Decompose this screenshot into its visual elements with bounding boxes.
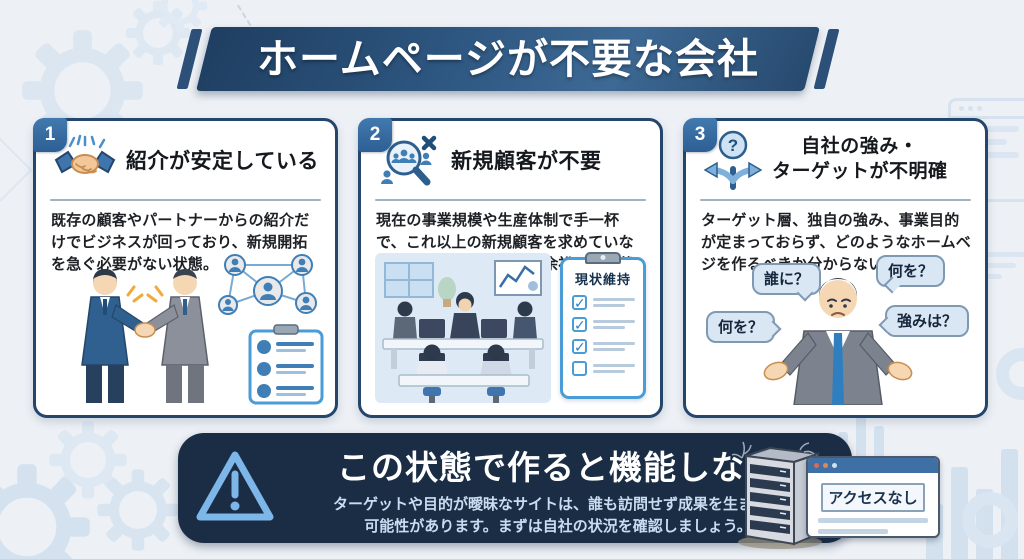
office-illustration: 現状維持 ✓ ✓ ✓ (375, 252, 646, 405)
checklist-item-unchecked (572, 361, 643, 376)
cobweb-decor (799, 442, 815, 455)
handshake-scene (81, 254, 324, 405)
confused-businessman (763, 278, 913, 405)
divider (375, 199, 646, 201)
warning-headline: この状態で作ると機能しない (337, 449, 779, 486)
content-line-decor (818, 518, 928, 523)
donut-chart-decor (996, 348, 1024, 400)
checklist-item-checked: ✓ (572, 339, 643, 354)
question-diverging-arrows-icon: ? (704, 130, 762, 190)
no-access-browser-window: アクセスなし (806, 456, 940, 538)
speech-bubble: 誰に？ (752, 263, 822, 295)
card-header: ? 自社の強み・ ターゲットが不明確 (686, 121, 985, 191)
speech-bubble: 何を？ (875, 255, 945, 287)
referral-illustration (50, 253, 324, 405)
confused-illustration: 誰に？ 何を？ 何を？ 強みは？ (700, 253, 971, 405)
magnifier-no-new-customers-icon (381, 135, 437, 186)
warning-subtext: ターゲットや目的が曖昧なサイトは、誰も訪問せず成果を生まない 可能性があります。… (332, 496, 783, 535)
warning-triangle-icon (196, 451, 274, 521)
browser-dot-icon (814, 463, 819, 468)
gear-icon (96, 468, 180, 552)
browser-dot-icon (832, 463, 837, 468)
divider (700, 199, 971, 201)
card-number-badge: 1 (33, 118, 67, 152)
checklist-item-checked: ✓ (572, 295, 643, 310)
page-title: ホームページが不要な会社 (257, 36, 759, 82)
text-lines-decor (986, 252, 1024, 285)
speech-bubble: 何を？ (706, 311, 776, 343)
card-body: 既存の顧客やパートナーからの紹介だけでビジネスが回っており、新規開拓を急ぐ必要が… (51, 212, 310, 273)
busy-office-scene (375, 253, 551, 403)
gear-icon (0, 462, 92, 559)
pie-chart-decor (962, 492, 1018, 548)
content-line-decor (818, 529, 888, 534)
card-header: 紹介が安定している (36, 121, 335, 191)
card-title: 新規顧客が不要 (451, 150, 602, 173)
browser-dot-icon (823, 463, 828, 468)
card-no-new-customers: 2 新規顧客が不要 現在の事業規模や生産体制で手一杯で、これ以上の新規顧客を求め… (358, 118, 663, 418)
card-title: 紹介が安定している (126, 150, 319, 173)
status-quo-clipboard: 現状維持 ✓ ✓ ✓ (560, 252, 646, 399)
card-number-badge: 2 (358, 118, 392, 152)
cobweb-decor (731, 441, 752, 459)
warning-text: この状態で作ると機能しない ターゲットや目的が曖昧なサイトは、誰も訪問せず成果を… (278, 441, 838, 538)
browser-titlebar (808, 458, 938, 473)
handshake-icon (54, 134, 116, 174)
warning-banner: この状態で作ると機能しない ターゲットや目的が曖昧なサイトは、誰も訪問せず成果を… (178, 433, 940, 549)
no-access-label: アクセスなし (821, 483, 925, 512)
card-title: 自社の強み・ ターゲットが不明確 (772, 136, 948, 182)
checklist-item-checked: ✓ (572, 317, 643, 332)
card-unclear-strengths: 3 ? 自社の強み・ ターゲットが不明確 ターゲット層、独自の強み、事業目的が定… (683, 118, 988, 418)
clipboard-clip (585, 252, 621, 264)
question-mark-glyph: ? (728, 136, 738, 155)
banner-sliver (813, 29, 840, 89)
card-referrals-stable: 1 紹介が安定している 既存の顧客やパートナーからの紹介だけでビジネスが回ってお… (33, 118, 338, 418)
card-number-badge: 3 (683, 118, 717, 152)
divider (50, 199, 321, 201)
clipboard-title: 現状維持 (574, 272, 631, 287)
speech-bubble: 強みは？ (884, 305, 969, 337)
title-banner: ホームページが不要な会社 (176, 27, 840, 91)
card-header: 新規顧客が不要 (361, 121, 660, 191)
